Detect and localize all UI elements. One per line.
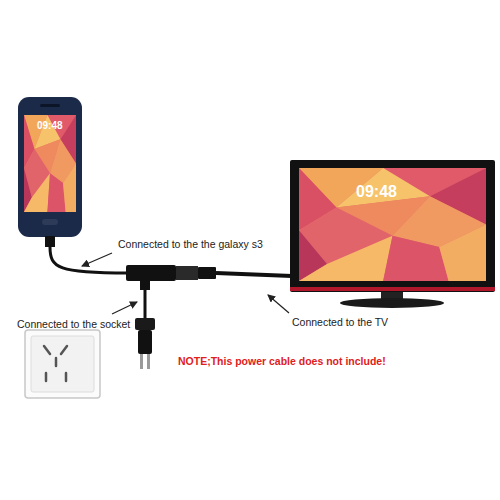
tv-screen	[299, 168, 486, 281]
callout-text: Connected to the TV	[292, 316, 388, 329]
tv-frame	[290, 160, 495, 292]
tv-base	[340, 298, 444, 308]
hdmi-plug	[198, 267, 216, 279]
adapter	[126, 265, 176, 281]
socket-holes	[44, 346, 67, 381]
callout-text: Connected to the socket	[17, 318, 130, 331]
screen-time: 09:48	[37, 120, 63, 132]
power-plug-body	[138, 330, 152, 354]
leader-arrow	[268, 295, 289, 313]
power-cable	[144, 290, 147, 318]
phone-screen	[24, 115, 76, 212]
plug-prong	[140, 354, 143, 369]
plug-prong	[147, 354, 150, 369]
usb-plug	[45, 236, 55, 247]
callout-text: Connected to the the galaxy s3	[118, 238, 263, 251]
note-text: NOTE;This power cable does not include!	[178, 355, 386, 368]
screen-time: 09:48	[356, 182, 397, 201]
phone-speaker	[40, 104, 60, 107]
leader-arrow	[82, 253, 112, 266]
tv-accent	[290, 287, 495, 291]
usb-cable	[50, 247, 128, 273]
tv-neck	[381, 292, 403, 299]
power-plug	[135, 318, 155, 330]
leader-arrow	[112, 302, 137, 314]
wall-socket	[25, 330, 100, 398]
hdmi-port	[176, 266, 198, 280]
phone-body	[18, 97, 82, 237]
socket-face	[31, 336, 94, 392]
phone-button	[42, 219, 58, 225]
power-port	[140, 280, 150, 290]
hdmi-cable	[216, 273, 292, 276]
